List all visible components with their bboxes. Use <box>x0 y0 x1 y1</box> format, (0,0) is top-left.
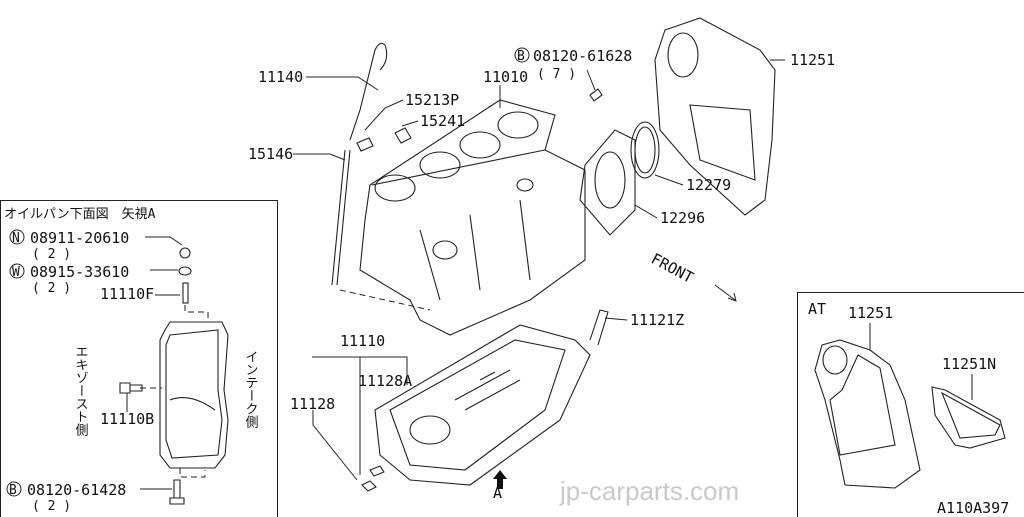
label-15241: 15241 <box>420 112 465 130</box>
bolt-top-qty: ( 7 ) <box>537 67 576 82</box>
oil-pan-drawing <box>361 309 609 492</box>
bolt-bottom-qty: ( 2 ) <box>32 499 71 514</box>
nut-marker: N <box>12 231 20 246</box>
box-title: オイルパン下面図 矢視A <box>4 207 156 222</box>
front-label: FRONT <box>648 250 696 287</box>
dipstick-drawing <box>331 42 431 311</box>
label-11110: 11110 <box>340 332 385 350</box>
at-label: AT <box>808 300 826 318</box>
view-arrow-icon <box>493 470 507 489</box>
label-11251N: 11251N <box>942 355 996 373</box>
washer-number: 08915-33610 <box>30 263 129 281</box>
nut-qty: ( 2 ) <box>32 247 71 262</box>
label-11121Z: 11121Z <box>630 311 684 329</box>
at-variant-box: AT 11251 11251N A110A397 <box>797 292 1024 517</box>
view-a-label: A <box>493 484 502 502</box>
diagram-code: A110A397 <box>937 499 1009 517</box>
intake-side-label: インテーク側 <box>243 350 259 428</box>
bolt-top-marker: B <box>517 49 525 64</box>
bolt-top-number: 08120-61628 <box>533 47 632 65</box>
label-15213P: 15213P <box>405 91 459 109</box>
exhaust-side-label: エキゾースト側 <box>73 345 89 436</box>
watermark: jp-carparts.com <box>559 476 739 506</box>
label-11140: 11140 <box>258 68 303 86</box>
washer-qty: ( 2 ) <box>32 281 71 296</box>
bolt-bottom-marker: B <box>9 483 17 498</box>
nut-number: 08911-20610 <box>30 229 129 247</box>
cylinder-block-drawing <box>359 99 586 336</box>
rear-seal-drawing <box>579 88 660 236</box>
oil-pan-bottom-view-box: オイルパン下面図 矢視A N 08911-20610 ( 2 ) W 08915… <box>0 200 278 517</box>
bolt-bottom-number: 08120-61428 <box>27 481 126 499</box>
label-12279: 12279 <box>686 176 731 194</box>
label-11128: 11128 <box>290 395 335 413</box>
leader-lines <box>293 59 785 489</box>
label-12296: 12296 <box>660 209 705 227</box>
label-at-11251: 11251 <box>848 304 893 322</box>
rear-plate-drawing <box>654 17 776 216</box>
label-15146: 15146 <box>248 145 293 163</box>
bolt-marker-circle <box>514 47 530 63</box>
label-11010: 11010 <box>483 68 528 86</box>
washer-marker: W <box>12 265 20 280</box>
label-11251: 11251 <box>790 51 835 69</box>
label-11128A: 11128A <box>358 372 412 390</box>
label-11110B: 11110B <box>100 410 154 428</box>
label-11110F: 11110F <box>100 285 154 303</box>
